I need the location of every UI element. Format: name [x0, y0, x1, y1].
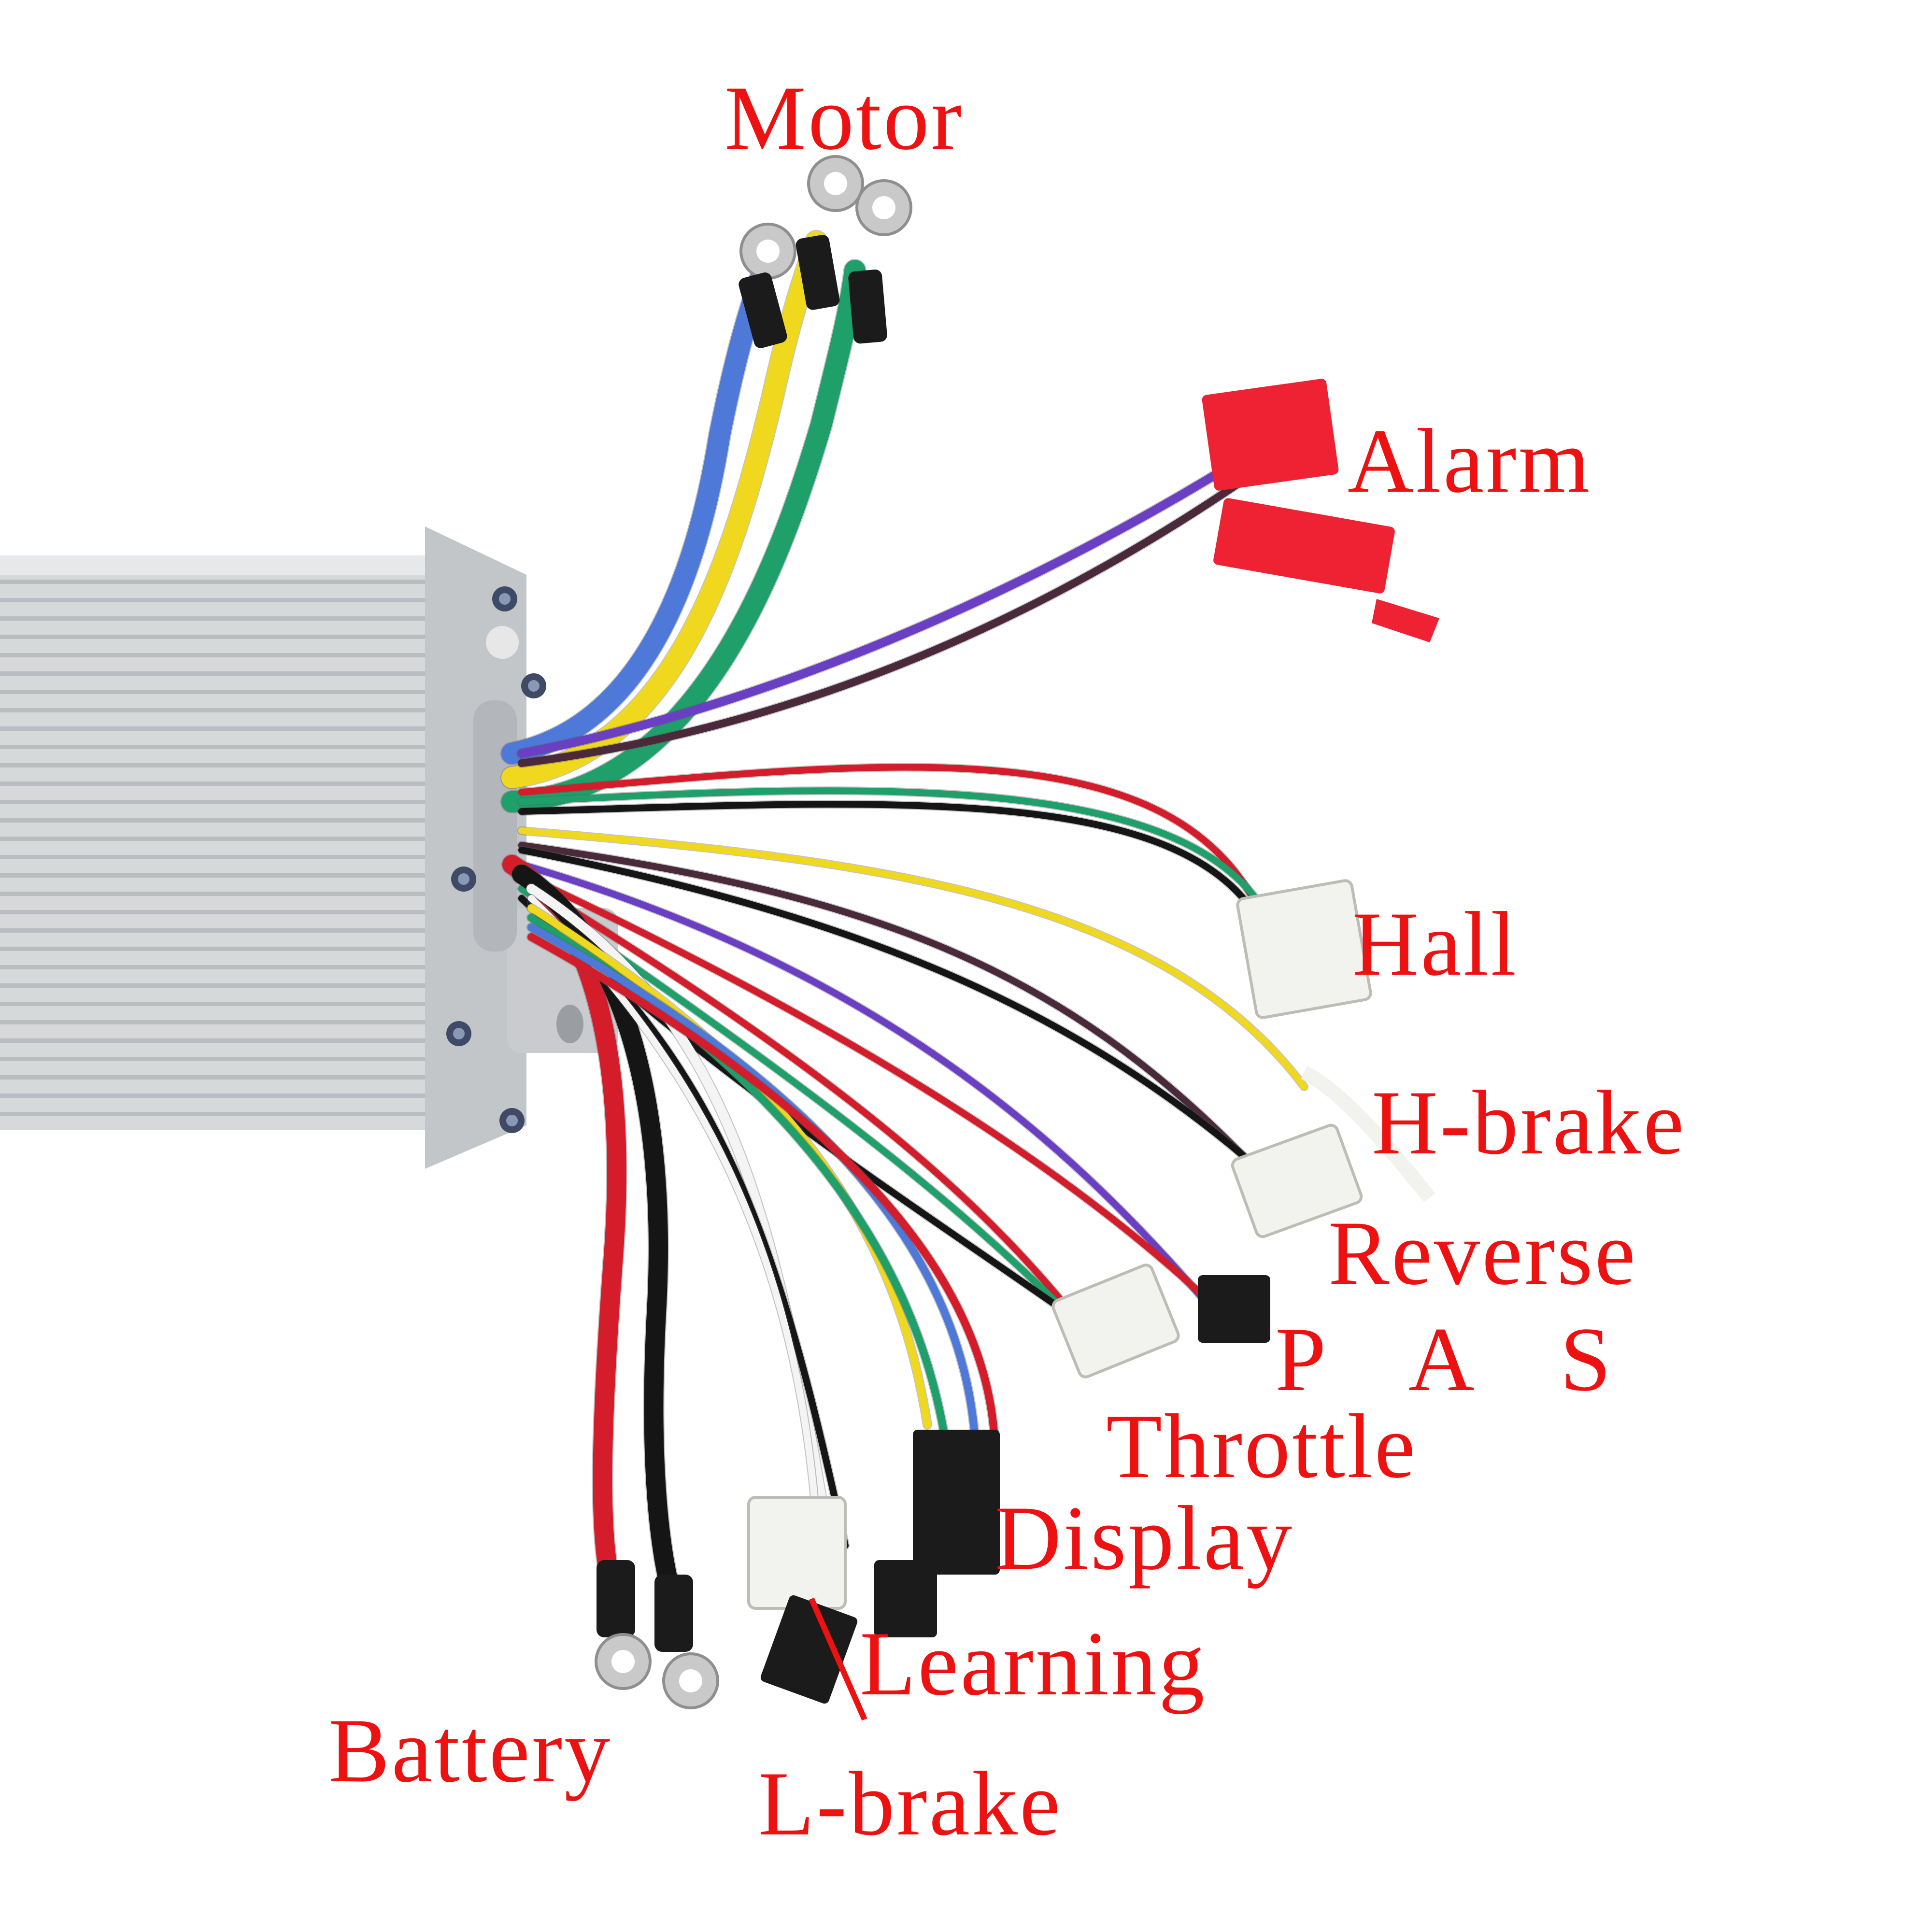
- h-brake-cable: [1301, 1065, 1435, 1203]
- hall-connector: [1236, 879, 1372, 1019]
- battery-ring-terminal-hole: [611, 1650, 635, 1673]
- screw-head: [458, 873, 469, 885]
- pas-connector: [1198, 1275, 1270, 1343]
- fin-line: [0, 1057, 435, 1061]
- wire: [518, 801, 1254, 911]
- wire: [518, 787, 1269, 916]
- wire: [501, 260, 866, 812]
- screw-head: [528, 680, 540, 692]
- fin-line: [0, 616, 435, 621]
- reverse-connector: [1231, 1123, 1363, 1238]
- connectors: [595, 155, 1439, 1709]
- label-motor: Motor: [724, 68, 964, 169]
- screw-head: [506, 1115, 518, 1126]
- motor-terminal-sleeve: [796, 235, 840, 310]
- heatsink-fins: [0, 580, 435, 1116]
- motor-ring-terminal-hole: [756, 240, 780, 263]
- fin-line: [0, 1002, 435, 1006]
- motor-terminal-sleeve: [848, 270, 887, 344]
- fin-line: [0, 1020, 435, 1024]
- label-h-brake: H-brake: [1372, 1072, 1686, 1174]
- fin-line: [0, 635, 435, 639]
- fin-line: [0, 837, 435, 841]
- label-battery: Battery: [328, 1700, 612, 1802]
- battery-terminal-sleeve: [597, 1560, 635, 1637]
- end-plate: [425, 526, 618, 1169]
- fin-line: [0, 580, 435, 584]
- fin-line: [0, 873, 435, 878]
- alarm-connector-female: [1202, 379, 1339, 491]
- mounting-screws: [446, 586, 546, 1133]
- wire: [518, 847, 1279, 1187]
- controller-housing: [0, 555, 464, 1130]
- motor-ring-terminal-hole: [872, 196, 895, 219]
- label-alarm: Alarm: [1348, 411, 1592, 512]
- wire: [518, 876, 1076, 1317]
- fin-line: [0, 928, 435, 933]
- wire: [528, 900, 849, 1549]
- wire: [518, 474, 1250, 767]
- battery-terminal-sleeve: [654, 1575, 693, 1652]
- alarm-connector-male: [1213, 498, 1395, 594]
- battery-ring-terminal-hole: [679, 1669, 702, 1692]
- wire: [518, 827, 1307, 1090]
- l-brake-black-connector: [760, 1595, 858, 1704]
- fin-line: [0, 1094, 435, 1098]
- label-throttle: Throttle: [1106, 1396, 1418, 1497]
- fin-line: [0, 781, 435, 786]
- wire: [518, 871, 1225, 1317]
- learning-connector: [874, 1560, 937, 1637]
- display-connector: [913, 1430, 1000, 1575]
- fin-line: [0, 910, 435, 914]
- fin-line: [0, 690, 435, 694]
- wire: [518, 764, 1259, 907]
- wire-shadow: [517, 800, 1255, 912]
- screw-head: [453, 1028, 465, 1039]
- fin-line: [0, 763, 435, 767]
- fin-line: [0, 671, 435, 676]
- motor-ring-terminal-hole: [824, 172, 847, 195]
- label-pas: P A S: [1275, 1309, 1645, 1410]
- label-learning: Learning: [860, 1613, 1207, 1715]
- fin-line: [0, 598, 435, 602]
- fin-line: [0, 855, 435, 859]
- fin-line: [0, 947, 435, 951]
- fin-line: [0, 726, 435, 731]
- alarm-connector-latch: [1372, 599, 1439, 642]
- fin-line: [0, 983, 435, 988]
- l-brake-pointer-line: [809, 1597, 867, 1721]
- wire: [501, 260, 774, 764]
- wire: [518, 842, 1259, 1172]
- label-reverse: Reverse: [1328, 1203, 1637, 1304]
- label-display: Display: [995, 1488, 1294, 1589]
- fin-line: [0, 708, 435, 712]
- wire-bundle: [500, 230, 1308, 1619]
- fin-line: [0, 1075, 435, 1080]
- label-l-brake: L-brake: [758, 1753, 1063, 1855]
- wire: [527, 933, 999, 1453]
- label-hall: Hall: [1352, 894, 1519, 995]
- fin-line: [0, 892, 435, 896]
- fin-line: [0, 965, 435, 969]
- wire: [518, 861, 1211, 1307]
- l-brake-white-connector: [747, 1496, 847, 1610]
- throttle-connector: [1051, 1264, 1180, 1378]
- fin-line: [0, 1112, 435, 1116]
- motor-terminal-sleeve: [739, 272, 787, 348]
- fin-line: [0, 1038, 435, 1043]
- fin-line: [0, 800, 435, 804]
- wire: [517, 455, 1246, 758]
- wire: [512, 865, 686, 1618]
- fin-line: [0, 653, 435, 657]
- fin-line: [0, 818, 435, 823]
- fin-line: [0, 745, 435, 749]
- screw-head: [499, 593, 511, 605]
